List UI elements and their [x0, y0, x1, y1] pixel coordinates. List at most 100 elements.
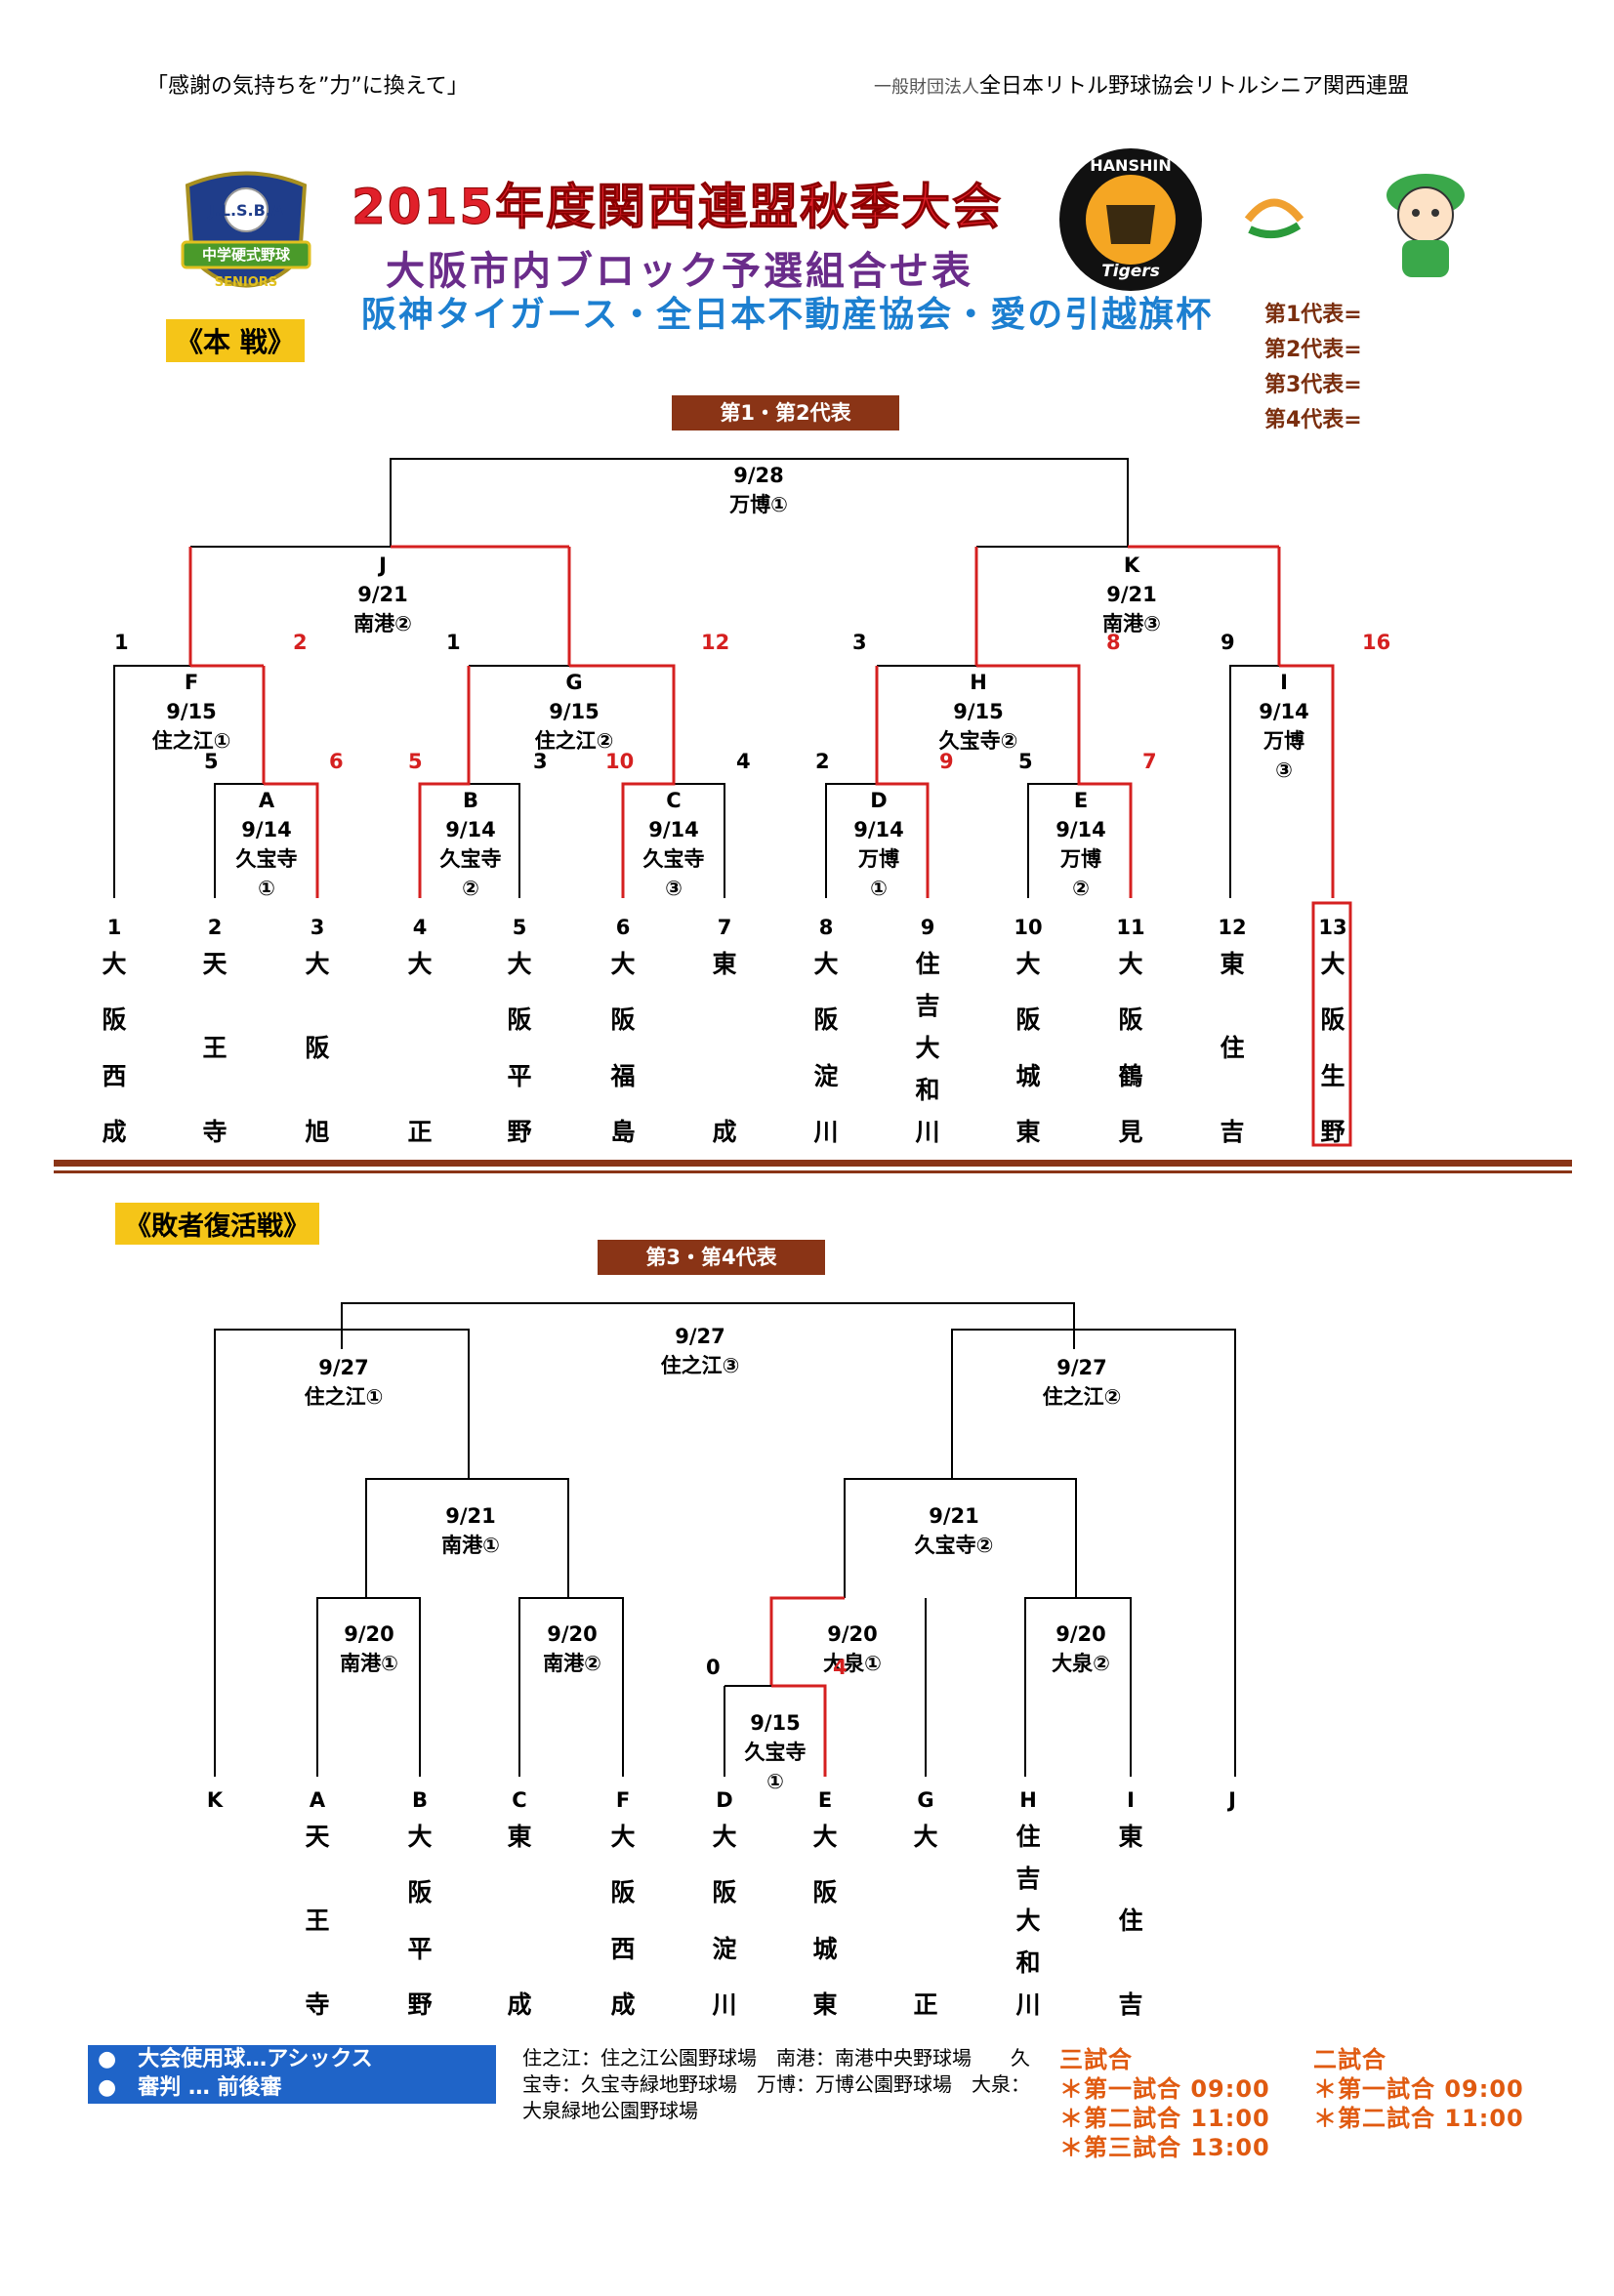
match-label-line: ① — [870, 877, 888, 900]
score: 6 — [329, 750, 344, 773]
team-name-char: 寺 — [305, 1990, 330, 2019]
umpire-info: ● 審判 … 前後審 — [98, 2075, 282, 2100]
team-name-char: 東 — [1015, 1118, 1041, 1146]
score: 12 — [701, 631, 730, 654]
cup-name: 阪神タイガース・全日本不動産協会・愛の引越旗杯 — [361, 295, 1214, 335]
hanshin-tigers-logo: HANSHIN Tigers — [1057, 146, 1204, 293]
tournament-subtitle: 大阪市内ブロック予選組合せ表 — [386, 249, 973, 294]
match-label-line: 9/21 — [445, 1504, 496, 1528]
team-name-char: 川 — [712, 1990, 737, 2019]
team-name-char: 天 — [202, 950, 228, 978]
team-name-char: 島 — [610, 1118, 636, 1146]
three-game-1: ＊第一試合 09:00 — [1059, 2075, 1270, 2103]
section-divider-thick — [54, 1160, 1572, 1167]
match-label-line: 9/27 — [1056, 1356, 1107, 1379]
team-name-char: 和 — [915, 1076, 940, 1104]
match-label-line: 9/14 — [648, 818, 699, 841]
team-name-char: 吉 — [915, 992, 940, 1020]
score: 2 — [293, 631, 308, 654]
match-label-line: 9/14 — [241, 818, 292, 841]
match-label: 9/27 住之江③ — [632, 1322, 768, 1380]
score: 2 — [815, 750, 830, 773]
team-seed: J — [1228, 1788, 1236, 1812]
tigers-text-hanshin: HANSHIN — [1090, 156, 1172, 175]
section-divider-thin — [54, 1170, 1572, 1173]
two-game-title: 二試合 — [1313, 2046, 1386, 2073]
team-name-char: 大 — [1015, 1906, 1041, 1935]
team-seed: 5 — [512, 916, 527, 939]
match-label-line: H — [970, 671, 987, 694]
team-name-char: 吉 — [1015, 1865, 1041, 1893]
slogan: 「感謝の気持ちを”力”に換えて」 — [146, 74, 469, 99]
score: 8 — [1106, 631, 1121, 654]
team-name-char: 大 — [407, 950, 433, 978]
team-name-char: 成 — [102, 1118, 127, 1146]
match-label-line: ② — [462, 877, 479, 900]
score: 1 — [446, 631, 461, 654]
match-label-line: 9/15 — [166, 700, 217, 723]
two-game-1: ＊第一試合 09:00 — [1313, 2075, 1524, 2103]
match-label-line: C — [666, 789, 682, 812]
team-seed: D — [716, 1788, 733, 1812]
team-name-char: 生 — [1320, 1061, 1345, 1090]
two-game-schedule: 二試合 ＊第一試合 09:00 ＊第二試合 11:00 — [1313, 2045, 1524, 2133]
match-label-line: 大泉① — [823, 1652, 882, 1675]
score: 4 — [833, 1656, 848, 1679]
team-name-char: 阪 — [407, 1878, 433, 1907]
match-label-line: J — [379, 554, 387, 577]
logo-text-seniors: SENIORS — [214, 275, 278, 290]
team-seed: H — [1019, 1788, 1037, 1812]
team-name-char: 淀 — [712, 1934, 737, 1963]
match-label-line: 久宝寺 — [235, 847, 298, 871]
rep-2: 第2代表= — [1264, 338, 1362, 362]
match-label-line: 9/27 — [675, 1325, 725, 1348]
rep-3: 第3代表= — [1264, 373, 1362, 397]
match-label-line: E — [1073, 789, 1089, 812]
team-name-char: 住 — [1118, 1906, 1143, 1935]
three-game-2: ＊第二試合 11:00 — [1059, 2105, 1270, 2132]
losers-tag: 《敗者復活戦》 — [115, 1203, 319, 1245]
realty-association-logo — [1240, 181, 1308, 249]
team-name-char: 大 — [507, 950, 532, 978]
team-name-char: 大 — [913, 1823, 938, 1851]
match-label-line: ① — [766, 1770, 784, 1793]
match-label-line: 9/15 — [549, 700, 600, 723]
team-seed: 7 — [717, 916, 732, 939]
match-label-line: 9/20 — [344, 1622, 394, 1646]
match-label-line: 住之江③ — [660, 1354, 740, 1377]
tournament-title: 2015年度関西連盟秋季大会 — [351, 179, 1004, 236]
match-label-line: F — [184, 671, 199, 694]
score: 5 — [1018, 750, 1033, 773]
team-name-char: 阪 — [812, 1878, 838, 1907]
team-name-char: 西 — [610, 1934, 636, 1963]
match-label-line: B — [462, 789, 478, 812]
logo-text-jlsba: J.L.S.B.A — [208, 201, 284, 220]
tigers-text-tigers: Tigers — [1101, 262, 1160, 281]
score: 9 — [939, 750, 954, 773]
team-name-char: 大 — [102, 950, 127, 978]
team-name-char: 東 — [1118, 1823, 1143, 1851]
match-label-line: 住之江② — [534, 729, 614, 753]
losers-final-box: 第3・第4代表 — [598, 1240, 825, 1275]
team-name-char: 川 — [813, 1118, 839, 1146]
team-name-char: 阪 — [1320, 1005, 1345, 1035]
team-name-char: 阪 — [813, 1005, 839, 1035]
team-name-char: 阪 — [610, 1878, 636, 1907]
match-label-line: 9/20 — [827, 1622, 878, 1646]
team-seed: 6 — [615, 916, 631, 939]
match-label-line: 万博 — [858, 847, 899, 871]
rep-4: 第4代表= — [1264, 408, 1362, 432]
team-seed: 9 — [920, 916, 935, 939]
score: 16 — [1362, 631, 1391, 654]
match-label-line: 9/14 — [445, 818, 496, 841]
team-name-char: 大 — [305, 950, 330, 978]
team-seed: G — [917, 1788, 934, 1812]
